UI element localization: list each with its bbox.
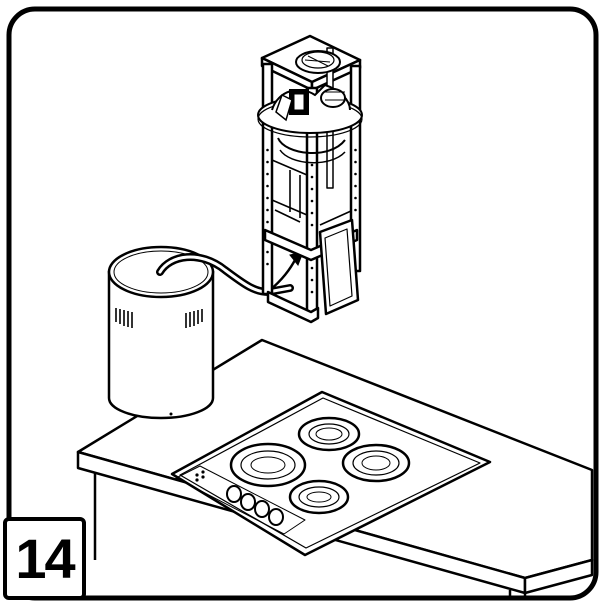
frame-outline	[6, 6, 599, 601]
step-number: 14	[15, 526, 75, 590]
control-knob	[226, 485, 242, 503]
motor-unit	[257, 50, 363, 164]
vent-left	[115, 308, 133, 328]
hot-plate	[297, 416, 361, 452]
frame-rails	[271, 159, 352, 226]
chimney-panel	[318, 218, 360, 316]
vent-right	[185, 309, 203, 328]
control-knob	[240, 493, 256, 511]
control-knob	[268, 508, 284, 526]
step-number-box: 14	[3, 517, 86, 600]
indicator-lights	[195, 470, 205, 482]
control-knob	[254, 500, 270, 518]
hot-plate	[288, 479, 350, 515]
post-holes	[266, 148, 357, 294]
hob	[170, 390, 492, 557]
hot-plate	[341, 443, 411, 483]
hot-plate	[229, 442, 307, 488]
chimney-frame	[260, 34, 362, 324]
